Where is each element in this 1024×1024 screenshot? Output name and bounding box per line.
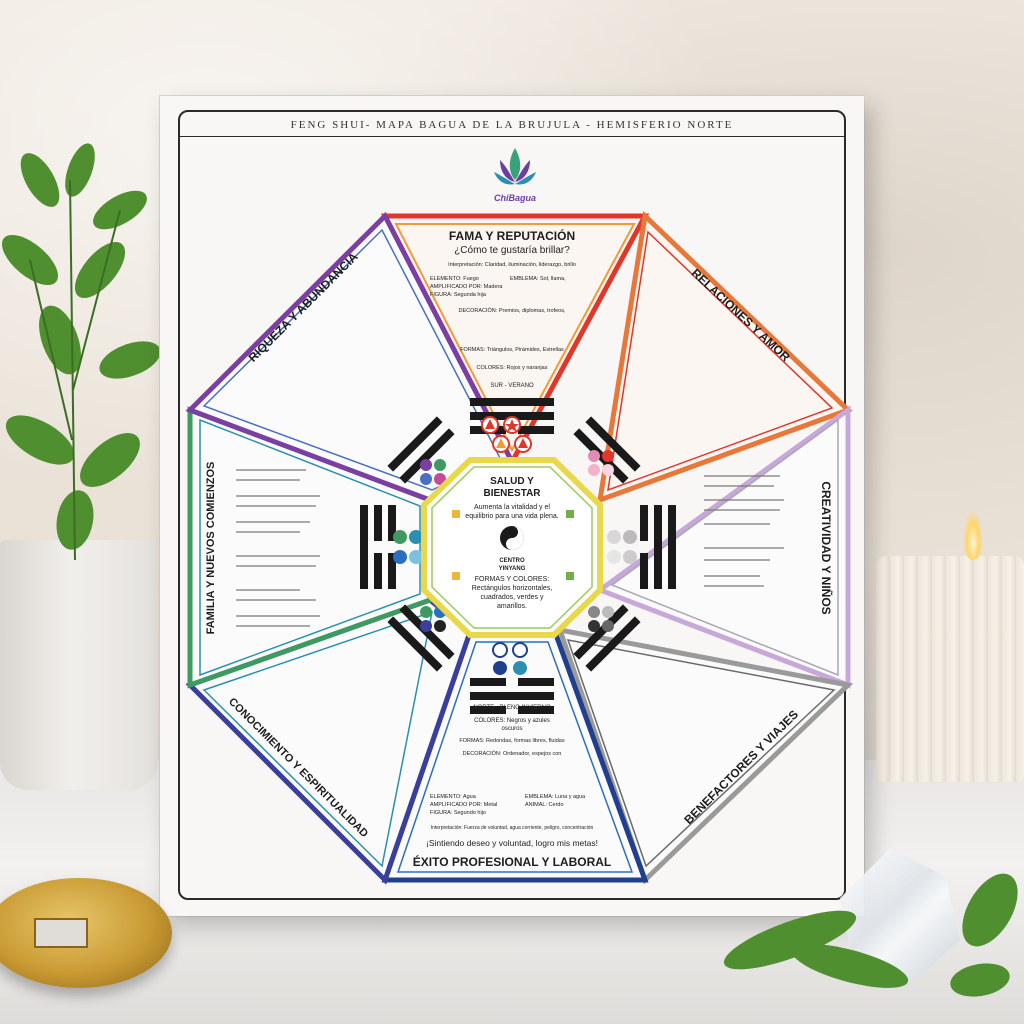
fama-forms: FORMAS: Triángulos, Pirámides, Estrellas	[460, 347, 564, 353]
fama-question: ¿Cómo te gustaría brillar?	[454, 245, 570, 256]
trigram-lines	[360, 398, 676, 714]
exito-forms: FORMAS: Redondas, formas libres, fluidas	[459, 738, 564, 744]
side-sector-text-lines	[236, 469, 784, 627]
relaciones-dots	[588, 450, 614, 476]
creatividad-dots	[607, 530, 637, 564]
fama-figure: FIGURA: Segunda hija	[430, 292, 487, 298]
sector-relaciones	[596, 210, 853, 504]
center-forms-line2: cuadrados, verdes y	[480, 594, 544, 601]
center-subtitle-2: equilibrio para una vida plena.	[465, 513, 558, 520]
candle	[876, 556, 1024, 782]
center-subtitle-1: Aumenta la vitalidad y el	[474, 504, 550, 511]
coin-square-hole	[34, 918, 88, 948]
exito-dots	[492, 642, 528, 675]
center-square-green	[566, 510, 574, 518]
center-square-yellow	[452, 510, 460, 518]
center-forms-title: FORMAS Y COLORES:	[475, 576, 549, 583]
fama-element: ELEMENTO: Fuego	[430, 276, 479, 282]
logo-text: ChiBagua	[493, 193, 536, 203]
fama-decoration: DECORACIÓN: Premios, diplomas, trofeos,	[459, 307, 566, 314]
exito-motto: ¡Sintiendo deseo y voluntad, logro mis m…	[426, 838, 598, 848]
exito-direction: NORTE - PLENO INVIERNO	[473, 705, 551, 711]
exito-colors-2: oscuros	[501, 726, 522, 732]
familia-dots	[393, 530, 423, 564]
sector-benefactores	[556, 626, 854, 885]
center-label: CENTRO	[499, 558, 525, 564]
center-forms-line1: Rectángulos horizontales,	[472, 585, 553, 592]
lotus-logo-icon	[494, 148, 536, 185]
poster-title: FENG SHUI- MAPA BAGUA DE LA BRUJULA - HE…	[180, 114, 844, 137]
exito-element: ELEMENTO: Agua	[430, 794, 477, 800]
yin-yang-icon	[500, 526, 524, 550]
exito-amplified: AMPLIFICADO POR: Metal	[430, 802, 497, 808]
riqueza-dots	[420, 459, 446, 485]
candle-flame-icon	[963, 510, 983, 560]
fama-direction: SUR - VERANO	[490, 383, 534, 389]
creatividad-title: CREATIVIDAD Y NIÑOS	[819, 481, 834, 614]
fama-colors: COLORES: Rojos y naranjas	[477, 365, 548, 371]
exito-colors: COLORES: Negros y azules	[474, 718, 550, 724]
exito-emblem: EMBLEMA: Luna y agua	[525, 794, 586, 800]
center-label-2: YINYANG	[499, 566, 526, 572]
foreground-leaves	[723, 873, 1018, 997]
center-forms-line3: amarillos.	[497, 603, 527, 610]
trigram-diagonals	[387, 416, 641, 672]
exito-interpretation: Interpretación: Fuerza de voluntad, agua…	[431, 825, 594, 831]
center-square-yellow-2	[452, 572, 460, 580]
fama-amplified: AMPLIFICADO POR: Madera	[430, 284, 503, 290]
plant-pot	[0, 540, 158, 790]
fama-shapes	[481, 416, 532, 453]
exito-animal: ANIMAL: Cerdo	[525, 802, 564, 808]
exito-figure: FIGURA: Segundo hijo	[430, 810, 486, 816]
plant-leaves	[1, 143, 161, 561]
familia-title: FAMILIA Y NUEVOS COMIENZOS	[205, 462, 217, 635]
fama-interpretation: Interpretación: Claridad, iluminación, l…	[448, 262, 576, 268]
exito-decoration: DECORACIÓN: Ordenador, espejos con	[463, 750, 562, 757]
fama-title: FAMA Y REPUTACIÓN	[449, 228, 575, 243]
center-title-1: SALUD Y	[490, 476, 534, 487]
fama-emblem: EMBLEMA: Sol, llama,	[510, 276, 566, 282]
center-square-green-2	[566, 572, 574, 580]
benefactores-dots	[588, 606, 614, 632]
exito-title: ÉXITO PROFESIONAL Y LABORAL	[413, 854, 611, 869]
gold-coin	[0, 878, 172, 988]
center-title-2: BIENESTAR	[483, 488, 541, 499]
